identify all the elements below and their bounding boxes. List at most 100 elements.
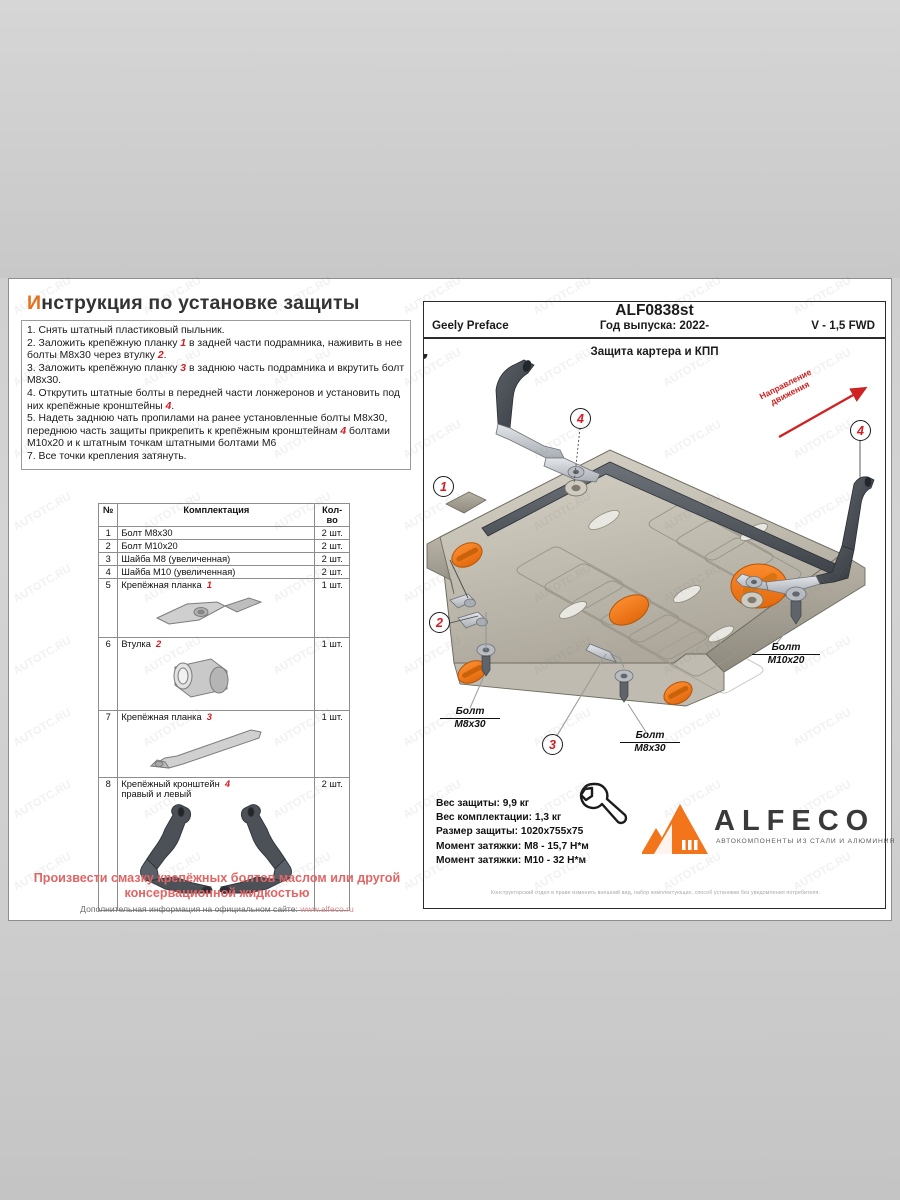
callout-1: 1 — [433, 476, 454, 497]
part-quantity: 2 шт. — [314, 526, 350, 540]
part-figure-plate-long — [121, 722, 311, 776]
part-name-cell: Втулка 2 — [117, 637, 316, 711]
part-figure-plate-small — [121, 590, 311, 636]
part-name-cell: Крепёжная планка 1 — [117, 578, 316, 638]
bolt-label-left: Болт M8x30 — [440, 706, 500, 731]
bolt-label-mid-line1: Болт — [620, 730, 680, 743]
part-number: 8 — [97, 777, 119, 911]
callout-2: 2 — [429, 612, 450, 633]
part-quantity: 1 шт. — [314, 710, 350, 778]
part-quantity: 1 шт. — [314, 578, 350, 638]
skid-plate-illustration — [424, 354, 875, 745]
bolt-label-right-line2: M10x20 — [767, 655, 805, 666]
leader-line-bolt-mid — [627, 703, 647, 733]
part-quantity: 2 шт. — [314, 777, 350, 911]
part-name-cell: Болт M10x20 — [117, 539, 316, 553]
bolt-label-right: Болт M10x20 — [752, 642, 820, 667]
instruction-line-2: 2. Заложить крепёжную планку 1 в задней … — [27, 337, 403, 362]
leader-line-2 — [445, 615, 479, 625]
part-quantity: 2 шт. — [314, 539, 350, 553]
spec-label: Вес защиты: — [436, 798, 500, 809]
fastening-plates-front-left — [449, 593, 488, 629]
product-code: ALF0838st — [615, 302, 694, 319]
website-link[interactable]: www.alfeco.ru — [300, 904, 354, 914]
part-name: Болт M8x30 — [121, 528, 173, 538]
bolt-assembly-left — [476, 612, 496, 677]
part-name: Крепёжный кронштейн 4 — [121, 779, 231, 789]
skid-plate-drawing: 1 2 3 4 4 Болт M8x30 Болт M8x30 Болт M10… — [424, 354, 885, 789]
warning-line-1: Произвести смазку крепёжных болтов масло… — [33, 871, 401, 885]
spec-row-2: Размер защиты: 1020x755x75 — [436, 825, 686, 839]
instruction-line-6: 7. Все точки крепления затянуть. — [27, 450, 187, 462]
spec-row-4: Момент затяжки: M10 - 32 H*м — [436, 854, 686, 868]
spec-row-3: Момент затяжки: M8 - 15,7 H*м — [436, 840, 686, 854]
page-background-top — [0, 0, 900, 278]
part-name: Крепёжная планка 3 — [121, 712, 212, 722]
part-name: Втулка 2 — [121, 639, 162, 649]
bolt-label-mid: Болт M8x30 — [620, 730, 680, 755]
direction-indicator: Направление движения — [757, 367, 877, 444]
spec-value: 9,9 кг — [502, 798, 530, 809]
disclaimer-text: Конструкторский отдел в праве изменить в… — [490, 890, 821, 896]
product-header: ALF0838st Geely Preface Год выпуска: 202… — [424, 302, 885, 339]
table-header-row: № Комплектация Кол-во — [97, 503, 350, 527]
part-name: Шайба M8 (увеличенная) — [121, 554, 231, 564]
callout-3: 3 — [542, 734, 563, 755]
wrench-icon — [579, 782, 628, 825]
access-plug-front-right — [663, 681, 693, 705]
callout-4-right: 4 — [850, 420, 871, 441]
part-number: 4 — [97, 565, 119, 579]
left-column: Инструкция по установке защиты 1. Снять … — [15, 285, 419, 914]
part-name: Шайба M10 (увеличенная) — [121, 567, 236, 577]
part-marker: 2 — [156, 639, 162, 649]
bolt-assembly-mid — [585, 643, 634, 703]
leader-line-4-left — [573, 427, 581, 485]
instruction-line-4: 4. Открутить штатные болты в передней ча… — [27, 387, 400, 412]
spec-value: M8 - 15,7 H*м — [524, 840, 589, 852]
lubrication-warning: Произвести смазку крепёжных болтов масло… — [15, 871, 419, 901]
page-background-bottom — [0, 921, 900, 1200]
part-name-cell: Болт M8x30 — [117, 526, 316, 540]
part-number: 6 — [97, 637, 119, 711]
bolt-assembly-right — [785, 586, 807, 625]
title-first-letter: И — [27, 292, 42, 314]
col-header-name: Комплектация — [117, 503, 316, 527]
leader-line-1 — [449, 559, 469, 599]
part-name-cell: Крепёжная планка 3 — [117, 710, 316, 778]
callout-4-left: 4 — [570, 408, 591, 429]
mounting-bracket-right — [424, 354, 875, 595]
additional-info: Дополнительная информация на официальном… — [15, 904, 419, 914]
brand-logo: ALFECO АВТОКОМПОНЕНТЫ ИЗ СТАЛИ И АЛЮМИНИ… — [641, 802, 894, 860]
col-header-qty: Кол-во — [314, 503, 350, 527]
bolt-label-right-line1: Болт — [752, 642, 820, 655]
access-plug-oval — [608, 594, 650, 626]
access-plug-left — [451, 542, 483, 568]
spec-label: Вес комплектации: — [436, 812, 533, 824]
bolt-label-left-line2: M8x30 — [454, 719, 486, 730]
brand-tagline: АВТОКОМПОНЕНТЫ ИЗ СТАЛИ И АЛЮМИНИЯ — [716, 838, 896, 845]
part-number: 1 — [97, 526, 119, 540]
production-year: Год выпуска: 2022- — [599, 319, 710, 332]
leader-line-bolt-left — [469, 675, 485, 709]
product-panel: ALF0838st Geely Preface Год выпуска: 202… — [423, 301, 894, 909]
part-name: Болт M10x20 — [121, 541, 178, 551]
warning-line-2: консервационной жидкостью — [124, 886, 310, 900]
bolt-label-mid-line2: M8x30 — [634, 743, 666, 754]
spec-label: Момент затяжки: — [436, 854, 522, 866]
part-marker: 4 — [224, 779, 231, 789]
spec-row-0: Вес защиты: 9,9 кг — [436, 797, 686, 811]
mounting-bracket-left — [495, 359, 601, 483]
part-number: 7 — [97, 710, 119, 778]
part-name-cell: Шайба M8 (увеличенная) — [117, 552, 316, 566]
part-name-cell: Шайба M10 (увеличенная) — [117, 565, 316, 579]
